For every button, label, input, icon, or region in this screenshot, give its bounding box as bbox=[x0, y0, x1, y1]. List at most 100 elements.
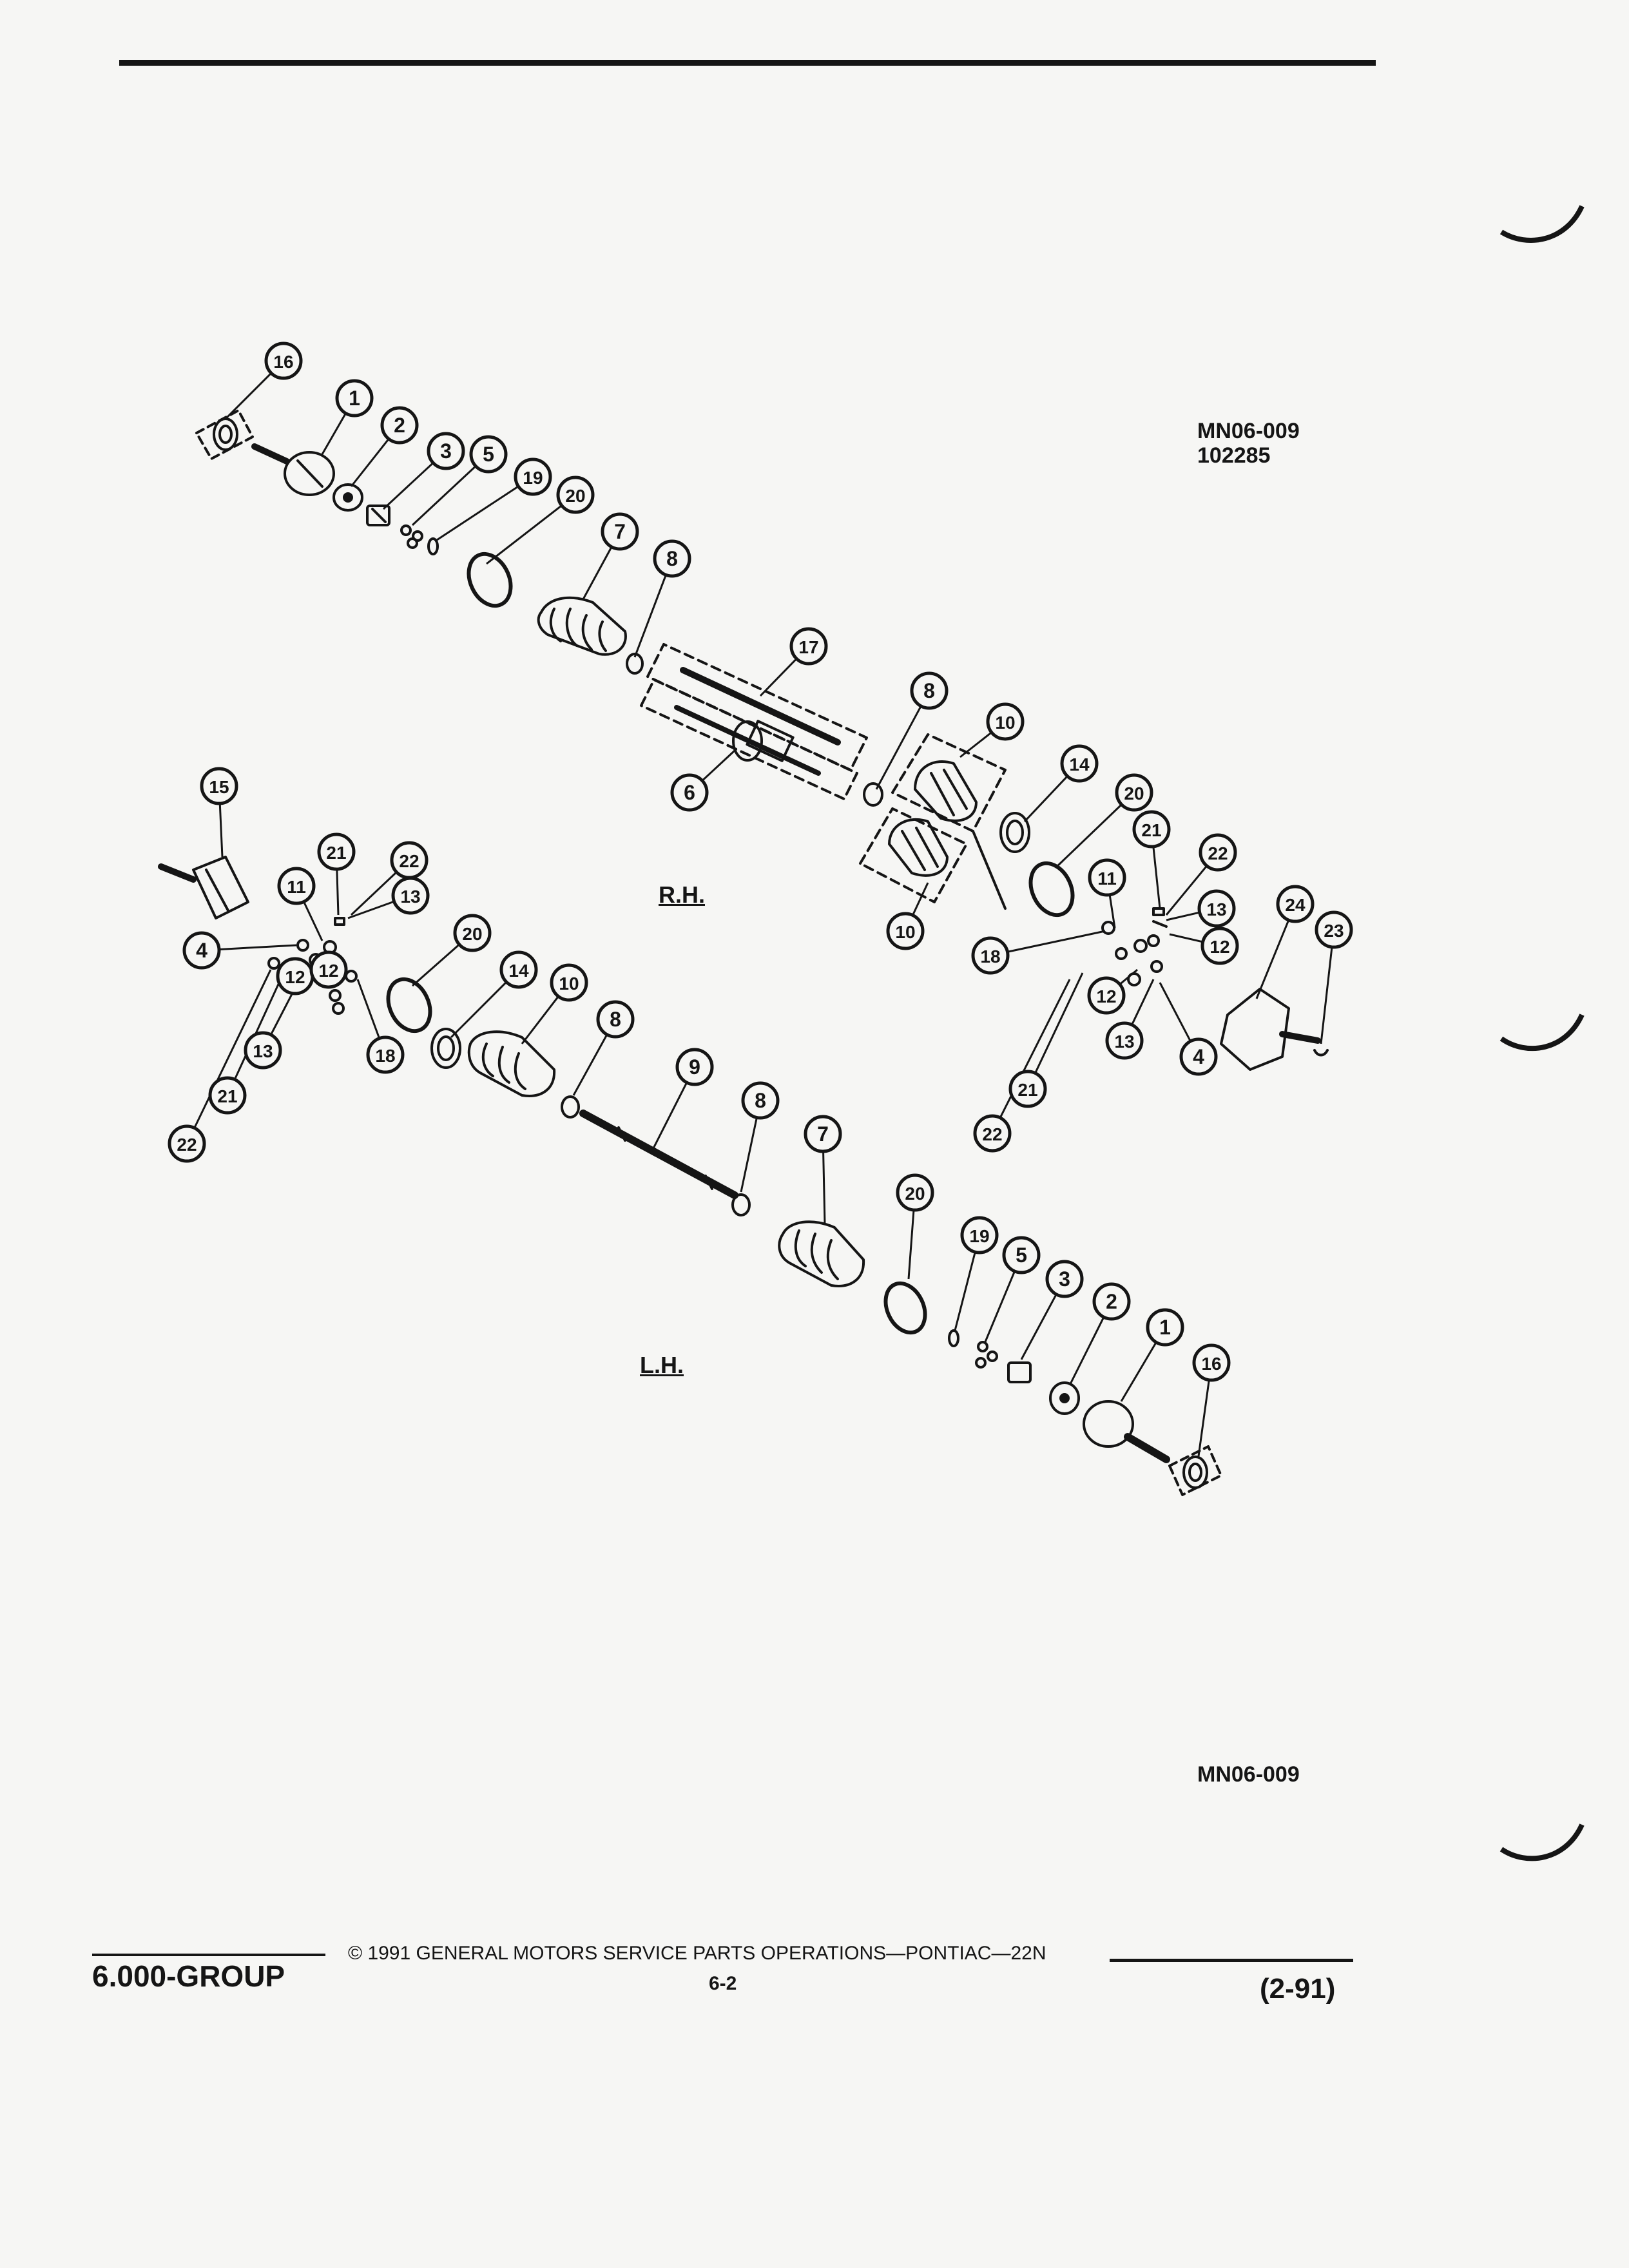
rh-callout-label: 1 bbox=[349, 387, 360, 410]
footer-copyright: © 1991 GENERAL MOTORS SERVICE PARTS OPER… bbox=[348, 1943, 1046, 1964]
lh-callout-label: 3 bbox=[1059, 1267, 1070, 1291]
rh-leader-line bbox=[972, 830, 1007, 910]
rh-callout-label: 11 bbox=[1097, 869, 1117, 889]
lh-callout-label: 13 bbox=[253, 1041, 273, 1061]
rh-leader-3 bbox=[382, 462, 434, 510]
rh-leader-18 bbox=[1008, 930, 1106, 953]
lh-leader-22 bbox=[193, 969, 272, 1128]
lh-callout-label: 19 bbox=[969, 1226, 989, 1246]
lh-ring-part-19 bbox=[948, 1329, 959, 1347]
view-label-lh: L.H. bbox=[640, 1352, 684, 1378]
lh-boot-part-7 bbox=[778, 1220, 865, 1287]
rh-callout-18: 18 bbox=[971, 936, 1010, 975]
rh-callout-label: 12 bbox=[1096, 986, 1116, 1006]
rh-callout-label: 5 bbox=[483, 443, 494, 466]
rh-leader-14 bbox=[1023, 776, 1068, 823]
lh-shaft-part-9 bbox=[579, 1110, 738, 1199]
rh-leader-11 bbox=[1108, 895, 1116, 928]
lh-callout-label: 21 bbox=[326, 843, 346, 863]
lh-leader-4 bbox=[219, 944, 297, 950]
rh-leader-13 bbox=[1166, 911, 1200, 921]
lh-callout-20: 20 bbox=[453, 914, 492, 952]
rh-callout-label: 16 bbox=[273, 352, 293, 372]
rh-callout-6: 6 bbox=[670, 773, 709, 812]
rh-leader-20 bbox=[486, 505, 562, 565]
rh-callout-23: 23 bbox=[1315, 910, 1353, 949]
rh-leader-2 bbox=[350, 439, 389, 487]
lh-leader-20 bbox=[412, 944, 459, 987]
lh-housing-part-14 bbox=[430, 1028, 461, 1069]
lh-callout-15: 15 bbox=[200, 767, 238, 805]
rh-callout-19: 19 bbox=[514, 457, 552, 496]
rh-leader-13 bbox=[1131, 979, 1155, 1025]
lh-callout-label: 5 bbox=[1016, 1244, 1027, 1267]
footer-group: 6.000-GROUP bbox=[92, 1959, 285, 1993]
footer-date: (2-91) bbox=[1260, 1973, 1336, 2004]
lh-race-part-3 bbox=[1007, 1361, 1032, 1383]
rh-cage-part-2 bbox=[333, 483, 363, 512]
margin-punch-mark-3 bbox=[1499, 1823, 1585, 1861]
rh-callout-label: 3 bbox=[440, 439, 452, 463]
rh-callout-5: 5 bbox=[469, 435, 508, 474]
rh-callout-14: 14 bbox=[1060, 744, 1099, 783]
rh-balls-part-5 bbox=[400, 524, 423, 549]
lh-leader-20 bbox=[907, 1210, 915, 1280]
lh-callout-21: 21 bbox=[208, 1076, 247, 1115]
lh-callout-label: 4 bbox=[196, 939, 207, 962]
rh-callout-3: 3 bbox=[427, 432, 465, 470]
rh-callout-label: 20 bbox=[1124, 783, 1144, 803]
lh-callout-18: 18 bbox=[366, 1035, 405, 1074]
rh-leader-12 bbox=[1119, 968, 1138, 985]
rh-housing-part-24 bbox=[1220, 988, 1329, 1071]
rh-leader-7 bbox=[582, 546, 612, 600]
lh-callout-16: 16 bbox=[1192, 1343, 1231, 1382]
rh-callout-label: 8 bbox=[666, 547, 678, 570]
lh-leader-3 bbox=[1020, 1294, 1057, 1360]
rh-callout-label: 12 bbox=[1210, 937, 1229, 957]
lh-cage-part-2 bbox=[1049, 1381, 1080, 1415]
rh-callout-1: 1 bbox=[335, 379, 374, 418]
rh-callout-16: 16 bbox=[264, 341, 303, 380]
lh-leader-2 bbox=[1068, 1317, 1104, 1386]
lh-callout-11: 11 bbox=[277, 867, 316, 905]
lh-callout-21: 21 bbox=[317, 832, 356, 871]
lh-callout-label: 21 bbox=[217, 1086, 237, 1106]
lh-callout-label: 11 bbox=[287, 877, 306, 897]
rh-callout-8: 8 bbox=[653, 539, 691, 578]
rh-seal-part-16 bbox=[195, 409, 254, 460]
diagram-number-text: 102285 bbox=[1197, 443, 1271, 468]
lh-balls-part-5 bbox=[975, 1341, 998, 1369]
lh-callout-8: 8 bbox=[741, 1081, 780, 1120]
lh-housing-part-15 bbox=[158, 856, 249, 919]
lh-callout-label: 7 bbox=[817, 1122, 829, 1146]
lh-callout-20: 20 bbox=[896, 1173, 934, 1212]
rh-leader-5 bbox=[411, 465, 476, 526]
rh-callout-12: 12 bbox=[1200, 927, 1239, 965]
rh-shaft-assembly-part-17 bbox=[640, 643, 868, 800]
rh-callout-label: 13 bbox=[1114, 1032, 1134, 1052]
rh-callout-10: 10 bbox=[886, 912, 925, 950]
lh-bushing-part-8a bbox=[561, 1095, 580, 1119]
rh-callout-label: 18 bbox=[980, 947, 1000, 966]
lh-leader-11 bbox=[303, 901, 323, 941]
lh-callout-label: 22 bbox=[177, 1135, 197, 1155]
rh-bushing-part-8a bbox=[626, 653, 644, 675]
lh-leader-15 bbox=[218, 803, 224, 858]
rh-boot-part-10a bbox=[891, 733, 1007, 832]
rh-callout-label: 10 bbox=[995, 713, 1015, 733]
rh-callout-8: 8 bbox=[910, 671, 949, 710]
rh-callout-label: 7 bbox=[614, 520, 626, 543]
rh-outer-joint-part-1 bbox=[251, 443, 335, 496]
lh-callout-label: 12 bbox=[318, 961, 338, 981]
margin-punch-mark-1 bbox=[1499, 205, 1585, 243]
lh-outer-joint-part-1 bbox=[1083, 1400, 1170, 1463]
rh-ring-part-19 bbox=[427, 537, 439, 555]
lh-callout-4: 4 bbox=[182, 931, 221, 970]
lh-leader-19 bbox=[954, 1252, 976, 1331]
rh-bushing-part-8b bbox=[863, 782, 883, 807]
rh-leader-8 bbox=[875, 706, 922, 790]
rh-leader-21 bbox=[1152, 847, 1161, 909]
lh-leader-8 bbox=[740, 1118, 758, 1193]
rh-callout-label: 4 bbox=[1193, 1045, 1204, 1068]
